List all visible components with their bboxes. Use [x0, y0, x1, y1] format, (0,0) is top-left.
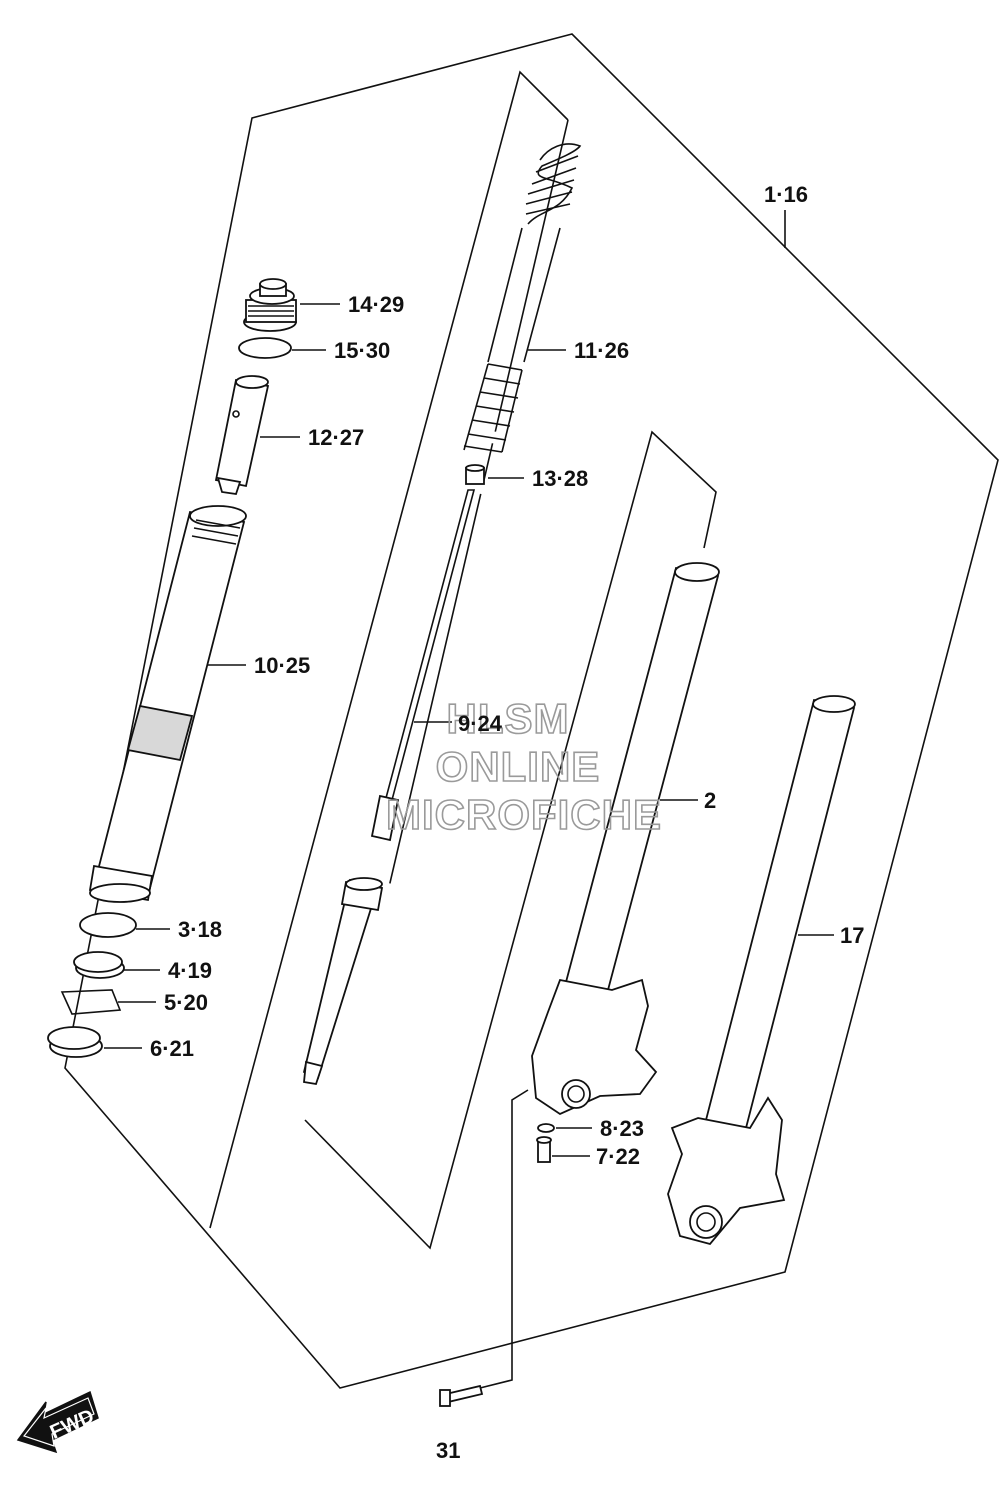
label-10-25: 10·25: [254, 653, 310, 678]
watermark-microfiche: MICROFICHE: [386, 791, 662, 838]
label-11-26: 11·26: [574, 338, 629, 363]
watermark-hlsm: HLSM: [447, 695, 570, 742]
inner-cartridge-frame-bottom: [304, 430, 717, 1250]
label-3-18: 3·18: [178, 917, 222, 942]
label-12-27: 12·27: [308, 425, 364, 450]
label-9-24: 9·24: [458, 711, 503, 736]
part-damper-rod: [302, 489, 476, 1086]
label-15-30: 15·30: [334, 338, 390, 363]
part-cap-bolt: [243, 278, 297, 332]
label-31: 31: [436, 1438, 460, 1463]
inner-cartridge-frame: [209, 70, 569, 1229]
part-oil-seal: [73, 951, 125, 979]
label-8-23: 8·23: [600, 1116, 644, 1141]
part-inner-tube-right: [531, 562, 720, 1116]
watermark-online: ONLINE: [436, 743, 601, 790]
part-fork-spring: [463, 143, 582, 453]
label-7-22: 7·22: [596, 1144, 640, 1169]
label-2: 2: [704, 788, 716, 813]
part-spacer: [214, 375, 270, 495]
label-6-21: 6·21: [150, 1036, 194, 1061]
label-17: 17: [840, 923, 864, 948]
part-drain-bolt: [536, 1136, 552, 1163]
leader-31: [479, 1089, 529, 1389]
label-4-19: 4·19: [168, 958, 212, 983]
label-1-16: 1·16: [764, 182, 808, 207]
fwd-arrow-icon: FWD: [16, 1390, 99, 1454]
part-seal-3: [79, 912, 137, 938]
part-dust-seal: [47, 1026, 103, 1058]
part-lock-nut: [465, 464, 485, 485]
label-13-28: 13·28: [532, 466, 588, 491]
label-5-20: 5·20: [164, 990, 208, 1015]
inner-cartridge-frame-right: [371, 119, 569, 961]
part-axle-bolt: [439, 1384, 484, 1407]
part-stopper-ring: [60, 989, 122, 1015]
label-14-29: 14·29: [348, 292, 404, 317]
part-o-ring: [238, 337, 292, 359]
part-outer-tube: [88, 505, 247, 903]
outer-assembly-frame: [64, 33, 999, 1389]
part-gasket: [537, 1123, 555, 1133]
part-inner-tube-left: [667, 695, 856, 1246]
